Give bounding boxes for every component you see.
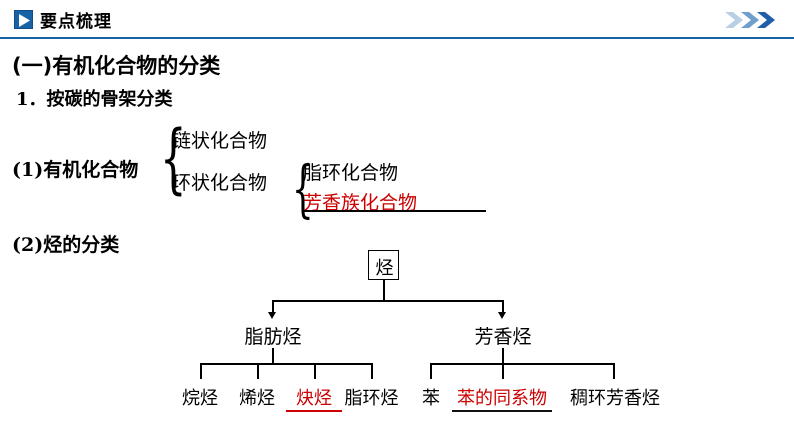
edge-root-stem <box>383 280 385 300</box>
tree-leaf-benzene-homolog: 苯的同系物 <box>452 384 552 412</box>
header-divider <box>0 37 794 39</box>
tree-leaf-alicyclic-hydrocarbon: 脂环烃 <box>344 388 399 409</box>
tree-root-node: 烃 <box>368 250 399 280</box>
arrowhead-aromatic <box>498 312 506 319</box>
aromatic-compound-underline <box>302 210 486 212</box>
edge-aliphatic-bar <box>200 363 372 365</box>
branch-alicyclic-compound: 脂环化合物 <box>303 162 399 184</box>
tree-leaf-alkene: 烯烃 <box>239 388 275 409</box>
edge-to-benzene <box>430 363 432 379</box>
tree-leaf-alkyne: 炔烃 <box>286 384 342 412</box>
triple-chevron-right-icon <box>725 11 781 29</box>
play-triangle-icon <box>14 10 33 29</box>
edge-to-aromatic <box>502 300 504 313</box>
branch-aromatic-compound: 芳香族化合物 <box>303 192 418 214</box>
edge-to-alkyne <box>314 363 316 379</box>
tree-leaf-benzene: 苯 <box>422 388 440 409</box>
edge-aliphatic-stem <box>272 348 274 364</box>
page-title: 要点梳理 <box>40 12 112 32</box>
list-item-1b-label: (2)烃的分类 <box>12 234 120 256</box>
edge-to-alicyclic-hydrocarbon <box>371 363 373 379</box>
edge-to-aliphatic <box>272 300 274 313</box>
tree-node-aliphatic-hydrocarbon: 脂肪烃 <box>244 326 302 348</box>
tree-leaf-alkane: 烷烃 <box>182 388 218 409</box>
edge-root-split-bar <box>272 300 503 302</box>
slide-header: 要点梳理 <box>0 0 794 40</box>
edge-to-alkane <box>200 363 202 379</box>
arrowhead-aliphatic <box>268 312 276 319</box>
section-title: (一)有机化合物的分类 <box>12 54 221 78</box>
branch-ring-compound: 环状化合物 <box>172 172 268 194</box>
brace-level2: { <box>292 152 314 225</box>
tree-node-aromatic-hydrocarbon: 芳香烃 <box>474 326 532 348</box>
triple-chevron-glyph <box>725 12 775 28</box>
brace-level1: { <box>160 113 187 202</box>
tree-leaf-fused-ring-aromatic: 稠环芳香烃 <box>570 388 660 409</box>
edge-aromatic-bar <box>430 363 613 365</box>
edge-aromatic-stem <box>502 348 504 364</box>
edge-to-benzene-homolog <box>502 363 504 379</box>
branch-chain-compound: 链状化合物 <box>172 130 268 152</box>
play-triangle-glyph <box>19 14 30 27</box>
tree-root-label: 烃 <box>375 258 394 279</box>
list-item-1: 1．按碳的骨架分类 <box>16 89 173 110</box>
edge-to-fused-ring-aromatic <box>613 363 615 379</box>
list-item-1a-label: (1)有机化合物 <box>12 159 139 181</box>
edge-to-alkene <box>257 363 259 379</box>
